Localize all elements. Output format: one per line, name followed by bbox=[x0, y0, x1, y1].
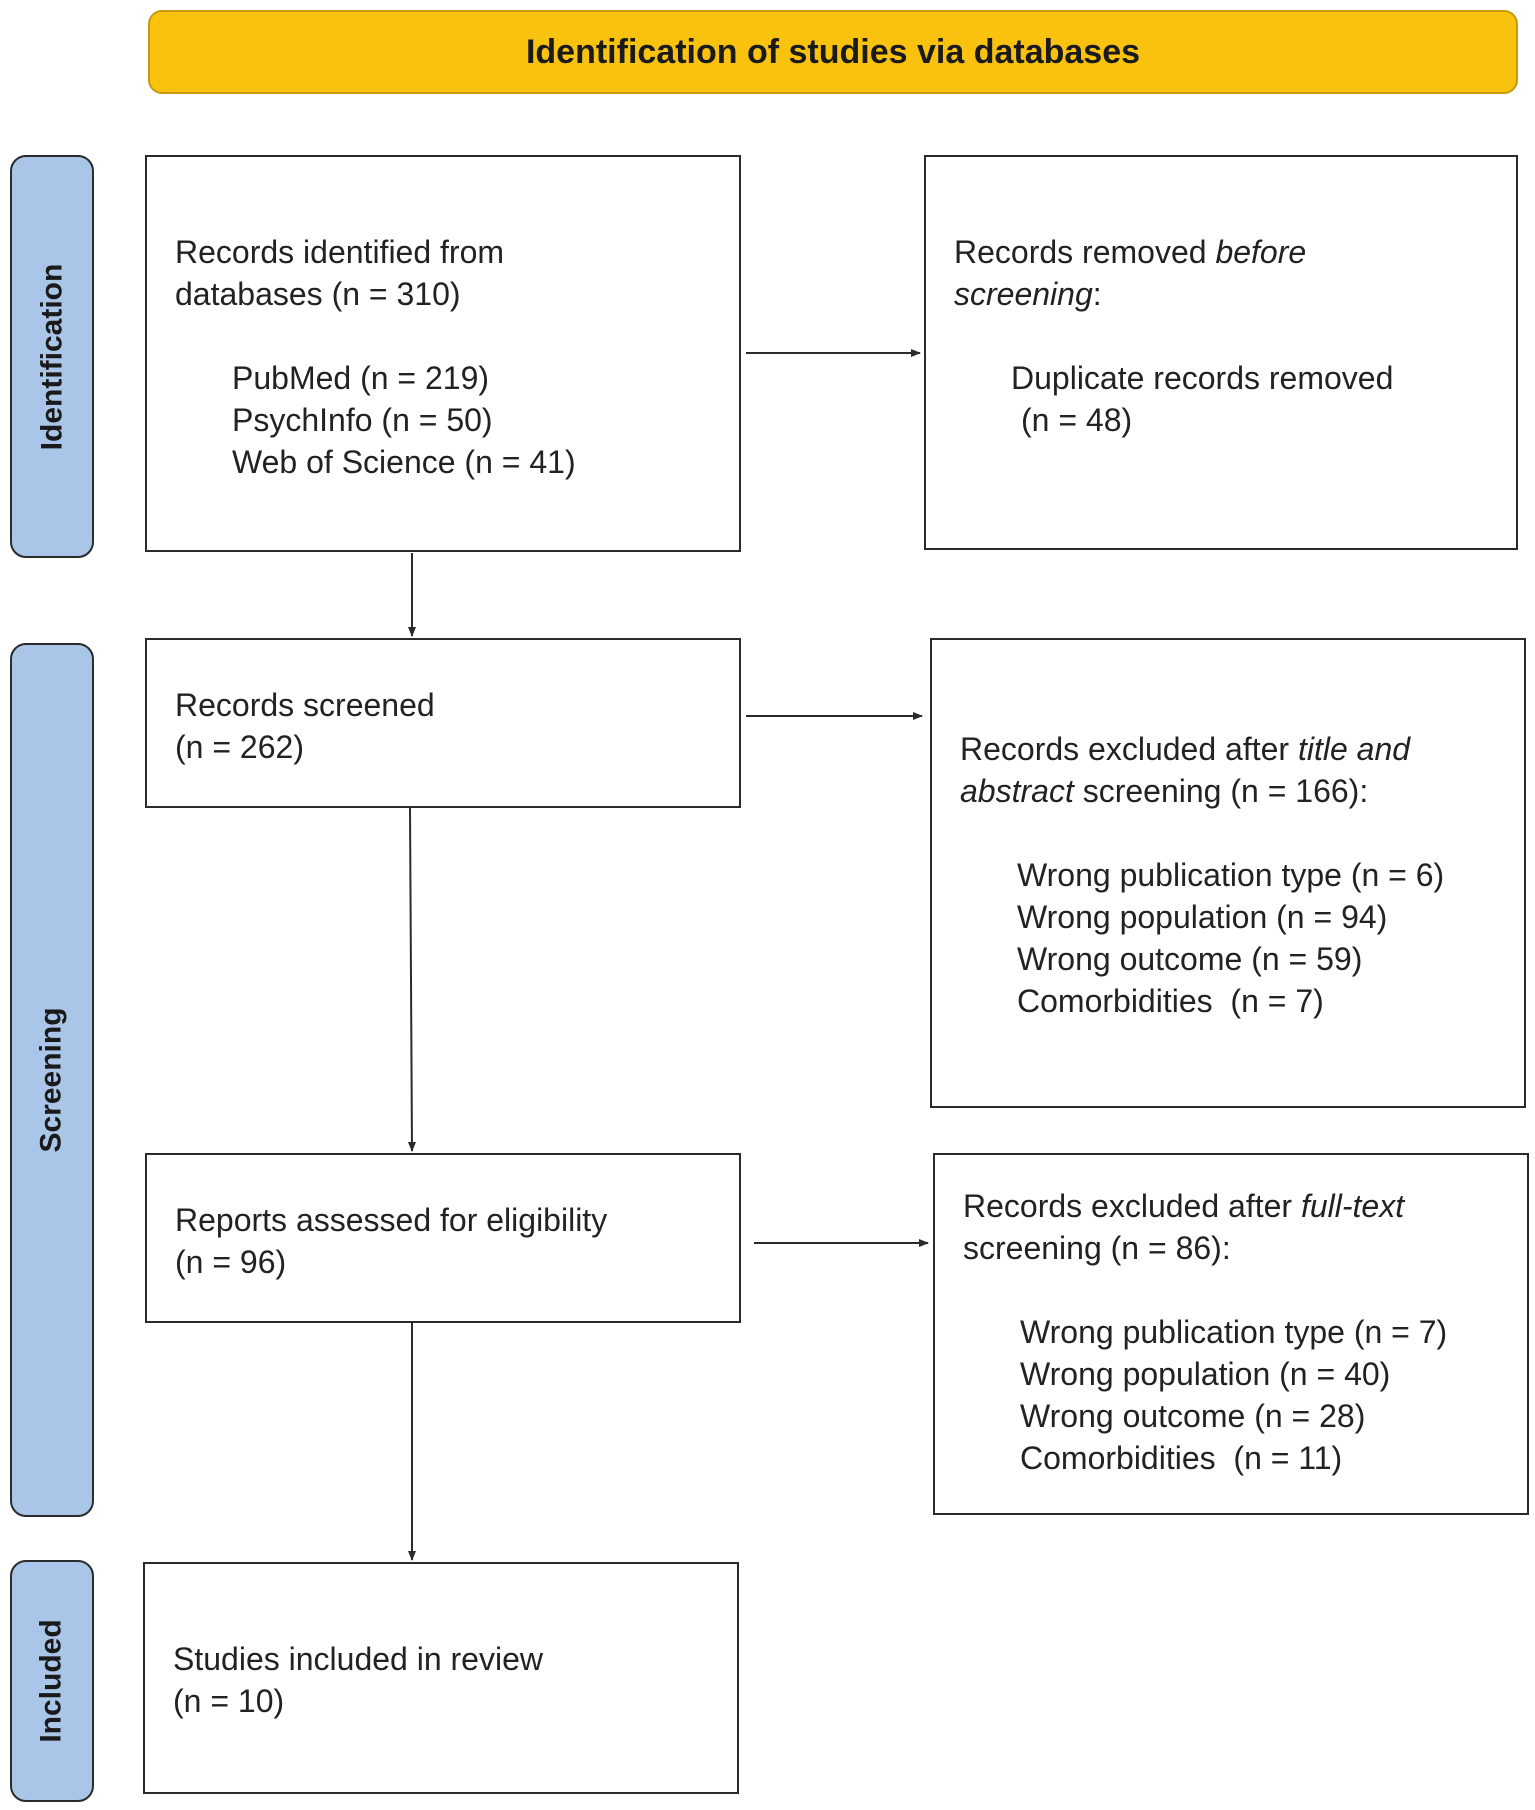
stage-label-identification: Identification bbox=[10, 155, 94, 558]
excluded-title-abstract-box: Records excluded after title and abstrac… bbox=[930, 638, 1526, 1108]
excluded-fulltext-box: Records excluded after full-text screeni… bbox=[933, 1153, 1529, 1515]
duplicate-records-label: Duplicate records removed bbox=[1011, 360, 1394, 396]
reports-assessed-line2: (n = 96) bbox=[175, 1244, 287, 1280]
studies-included-line2: (n = 10) bbox=[173, 1683, 285, 1719]
exclusion-reason: Wrong outcome (n = 59) bbox=[1017, 941, 1363, 977]
stage-label-screening: Screening bbox=[10, 643, 94, 1517]
reports-assessed-box: Reports assessed for eligibility (n = 96… bbox=[145, 1153, 741, 1323]
records-identified-line1: Records identified from bbox=[175, 234, 505, 270]
excluded-fulltext-line2: screening (n = 86): bbox=[963, 1230, 1231, 1266]
exclusion-reason: Wrong population (n = 94) bbox=[1017, 899, 1388, 935]
records-screened-line2: (n = 262) bbox=[175, 729, 304, 765]
records-removed-box: Records removed before screening: Duplic… bbox=[924, 155, 1518, 550]
exclusion-reason: Wrong population (n = 40) bbox=[1020, 1356, 1391, 1392]
studies-included-box: Studies included in review (n = 10) bbox=[143, 1562, 739, 1794]
header-banner: Identification of studies via databases bbox=[148, 10, 1518, 94]
arrow-screened-to-assessed bbox=[407, 807, 416, 1152]
header-title: Identification of studies via databases bbox=[525, 32, 1141, 71]
records-screened-line1: Records screened bbox=[175, 687, 435, 723]
duplicate-records-count: (n = 48) bbox=[1021, 402, 1133, 438]
excluded-fulltext-line1: Records excluded after full-text bbox=[963, 1188, 1405, 1224]
records-removed-line2: screening: bbox=[954, 276, 1102, 312]
database-web-of-science: Web of Science (n = 41) bbox=[232, 444, 576, 480]
records-removed-line1: Records removed before bbox=[954, 234, 1307, 270]
reports-assessed-line1: Reports assessed for eligibility bbox=[175, 1202, 608, 1238]
exclusion-reason: Comorbidities (n = 11) bbox=[1020, 1440, 1343, 1476]
records-screened-box: Records screened (n = 262) bbox=[145, 638, 741, 808]
exclusion-reason: Wrong publication type (n = 6) bbox=[1017, 857, 1445, 893]
records-identified-box: Records identified from databases (n = 3… bbox=[145, 155, 741, 552]
database-psychinfo: PsychInfo (n = 50) bbox=[232, 402, 493, 438]
database-pubmed: PubMed (n = 219) bbox=[232, 360, 490, 396]
exclusion-reason: Wrong publication type (n = 7) bbox=[1020, 1314, 1448, 1350]
studies-included-line1: Studies included in review bbox=[173, 1641, 543, 1677]
exclusion-reason: Wrong outcome (n = 28) bbox=[1020, 1398, 1366, 1434]
stage-label-included: Included bbox=[10, 1560, 94, 1802]
exclusion-reason: Comorbidities (n = 7) bbox=[1017, 983, 1324, 1019]
excluded-title-abstract-line2: abstract screening (n = 166): bbox=[960, 773, 1369, 809]
excluded-title-abstract-line1: Records excluded after title and bbox=[960, 731, 1411, 767]
records-identified-line2: databases (n = 310) bbox=[175, 276, 461, 312]
